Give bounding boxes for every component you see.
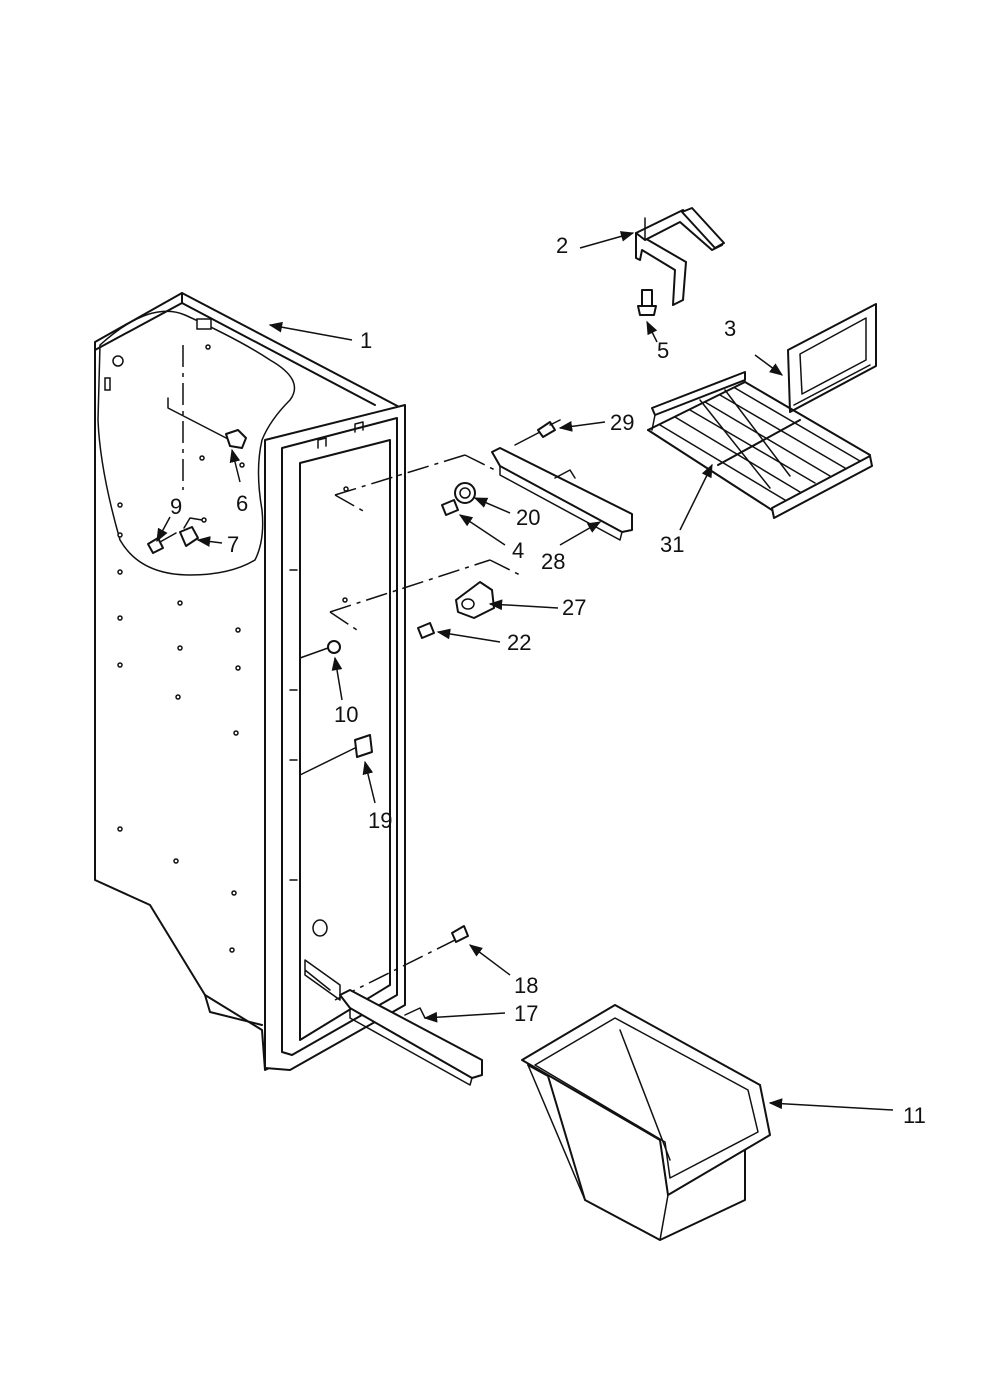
leader-lines xyxy=(156,231,894,1111)
part-10-screw xyxy=(299,640,341,659)
callout-22: 22 xyxy=(507,630,531,655)
callout-9: 9 xyxy=(170,494,182,519)
callout-18: 18 xyxy=(514,973,538,998)
callout-28: 28 xyxy=(541,549,565,574)
cabinet-liner xyxy=(94,292,406,1071)
callout-11: 11 xyxy=(903,1103,926,1128)
part-6-bracket xyxy=(167,345,247,490)
part-27-support xyxy=(329,559,521,633)
side-wall-holes xyxy=(104,318,245,953)
part-4-screw xyxy=(441,499,459,516)
callout-29: 29 xyxy=(610,410,634,435)
part-11-ice-bin xyxy=(521,1004,771,1241)
callout-3: 3 xyxy=(724,316,736,341)
callout-6: 6 xyxy=(236,491,248,516)
part-31-wire-shelf xyxy=(647,371,873,519)
callout-7: 7 xyxy=(227,532,239,557)
part-29-screw xyxy=(537,419,561,438)
callout-1: 1 xyxy=(360,328,372,353)
callout-19: 19 xyxy=(368,808,392,833)
callout-4: 4 xyxy=(512,538,524,563)
callout-2: 2 xyxy=(556,233,568,258)
callout-27: 27 xyxy=(562,595,586,620)
part-18-screw xyxy=(451,925,469,943)
part-17-rail xyxy=(334,934,483,1086)
callout-5: 5 xyxy=(657,338,669,363)
callout-10: 10 xyxy=(334,702,358,727)
part-5-screw xyxy=(637,289,657,316)
callout-labels: 1 2 3 4 5 6 7 9 10 11 17 18 19 20 22 27 … xyxy=(170,233,926,1128)
part-2-shelf-bracket xyxy=(635,207,725,306)
callout-17: 17 xyxy=(514,1001,538,1026)
part-3-shelf-front xyxy=(787,303,877,413)
callout-31: 31 xyxy=(660,532,684,557)
callout-20: 20 xyxy=(516,505,540,530)
part-19-switch xyxy=(299,734,373,776)
part-22-screw xyxy=(417,622,435,639)
part-20-support xyxy=(454,482,476,504)
part-28-rail xyxy=(334,431,633,541)
